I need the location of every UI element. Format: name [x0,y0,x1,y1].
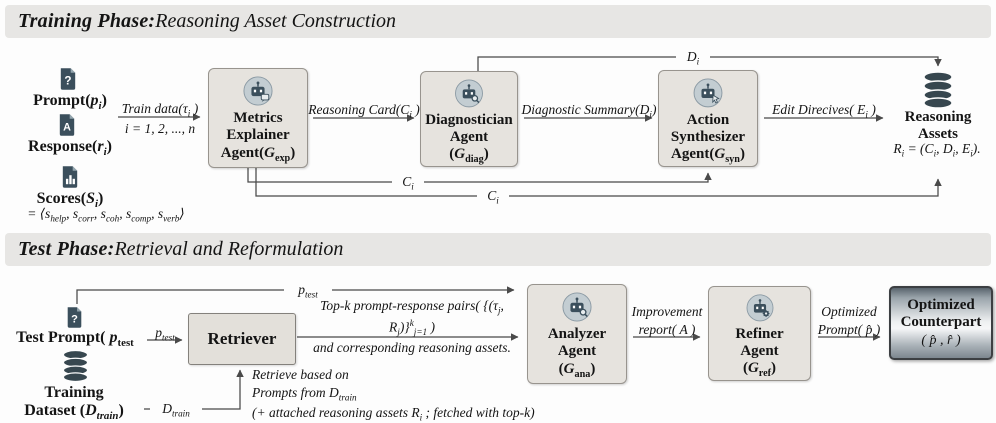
training-dataset-database-icon [62,349,89,383]
line-ci-to-synthesizer [247,168,712,183]
ptest-arrow-label: ptest [155,325,175,343]
ci-line-label-2: Ci [477,188,509,206]
train-data-arrow-label: Train data(τi ) [121,101,199,119]
line-ci-to-assets [255,168,942,197]
reasoning-card-arrow-label: Reasoning Card(Ci ) [308,102,420,120]
svg-text:A: A [63,121,71,133]
test-phase-header-bold: Test Phase: [18,238,115,260]
prompt-label: Prompt(pi) [33,92,107,113]
diagnostic-summary-arrow-label: Diagnostic Summary(Di) [521,102,657,120]
reasoning-assets-formula: Ri = (Ci, Di, Ei). [893,141,981,159]
robot-icon [243,76,273,106]
robot-icon [455,79,483,108]
ptest-top-line-label: ptest [284,282,332,300]
retriever-box: Retriever [188,313,296,365]
svg-text:?: ? [71,314,78,326]
test-phase-header: Test Phase: Retrieval and Reformulation [5,233,991,266]
scores-document-icon [62,166,78,188]
svg-text:?: ? [64,74,71,87]
scores-label: Scores(Si) [36,190,104,211]
test-prompt-document-icon: ? [67,307,82,328]
prompt-document-icon: ? [60,68,76,90]
optimized-counterpart-math: ( p̂ , r̂ ) [921,332,961,348]
training-phase-header-bold: Training Phase: [18,10,156,32]
test-phase-header-rest: Retrieval and Reformulation [114,238,344,260]
train-data-index-label: i = 1, 2, ..., n [124,121,196,136]
retriever-label: Retriever [207,329,277,348]
speech-bubble-badge-icon [260,93,270,102]
gear-badge-icon [762,310,769,317]
magnifier-badge-icon [579,308,588,318]
topk-arrow-label: Top-k prompt-response pairs( {(τj, Rj)}k… [313,298,511,355]
magnifier-badge-icon [471,95,480,104]
training-phase-header-rest: Reasoning Asset Construction [155,10,397,32]
response-label: Response(ri) [28,138,112,159]
robot-icon [693,78,723,108]
dtrain-line-label: Dtrain [150,401,202,419]
scores-formula: = ⟨shelp, scorr, scoh, scomp, sverb⟩ [27,206,185,224]
ci-line-label-1: Ci [392,174,424,192]
di-line-label: Di [676,49,710,67]
edit-directives-arrow-label: Edit Direcives( Ei ) [772,102,876,120]
training-phase-header: Training Phase: Reasoning Asset Construc… [5,5,991,38]
reasoning-assets-database-icon [923,71,953,109]
robot-icon [562,292,592,322]
response-document-icon: A [59,114,75,136]
robot-icon [746,294,773,322]
cursor-badge-icon [712,94,720,104]
